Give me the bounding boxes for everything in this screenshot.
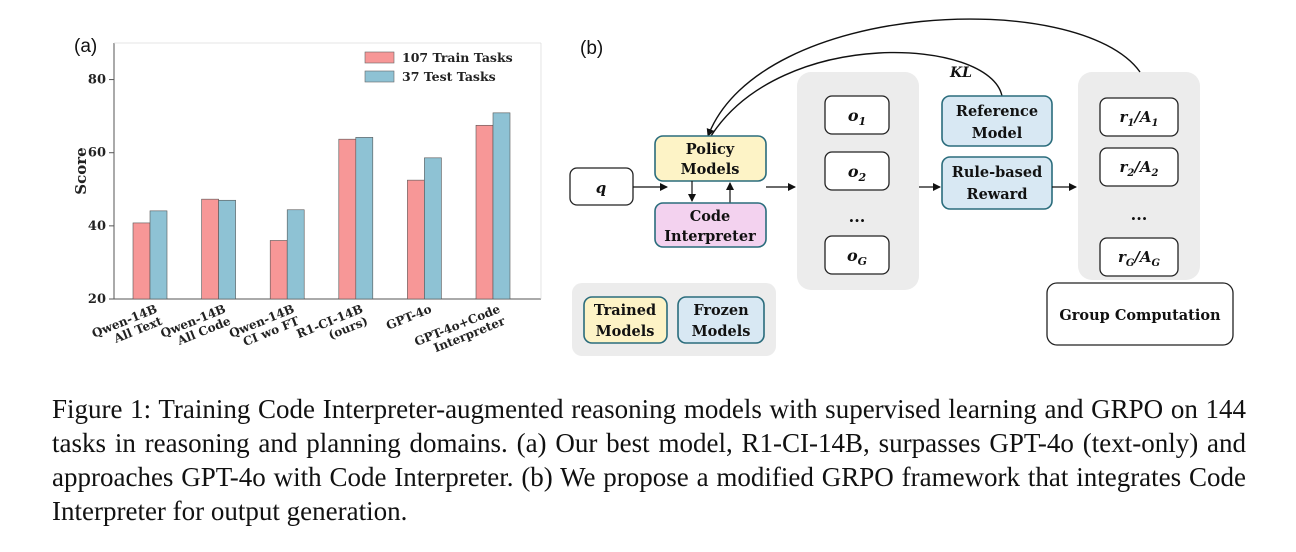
legend-swatch-test (364, 70, 395, 83)
chart-legend: 107 Train Tasks 37 Test Tasks (364, 50, 513, 84)
y-tick-label: 40 (88, 219, 106, 234)
bar-test-0 (149, 210, 168, 300)
code-interpreter-box (654, 202, 767, 248)
bar-test-5 (492, 112, 511, 300)
interpreter-line-1: Code (690, 208, 731, 225)
x-tick-label: GPT-4o (384, 302, 433, 333)
reference-line-2: Model (972, 125, 1023, 142)
output-box-g (824, 235, 890, 275)
query-label: q (596, 179, 607, 197)
figure-caption: Figure 1: Training Code Interpreter-augm… (52, 394, 1246, 526)
y-tick-label: 60 (88, 146, 106, 161)
policy-line-1: Policy (686, 141, 735, 158)
legend-frozen-box (677, 296, 765, 344)
legend-swatch-train (364, 51, 395, 64)
legend-label-test: 37 Test Tasks (402, 69, 496, 84)
policy-line-2: Models (681, 161, 740, 178)
output-box-1 (824, 95, 890, 135)
bar-train-4 (407, 179, 425, 300)
output-label-2: o2 (848, 162, 867, 184)
reward-box (941, 156, 1053, 210)
y-tick-label: 80 (88, 73, 106, 88)
bar-test-2 (286, 209, 305, 300)
reference-model-box (941, 95, 1053, 147)
reward-line-1: Rule-based (952, 164, 1042, 181)
y-tick-label: 20 (88, 292, 106, 307)
group-computation-label: Group Computation (1059, 307, 1221, 324)
output-label-1: o1 (848, 106, 866, 128)
bar-train-1 (201, 198, 219, 300)
legend-frozen-line-1: Frozen (693, 302, 749, 319)
reward-advantage-label-2: r2/A2 (1120, 158, 1159, 179)
x-tick-label: Qwen-14BAll Text (90, 302, 164, 353)
y-axis-title: Score (72, 147, 90, 194)
y-ticks: 20 40 60 80 (88, 73, 114, 307)
bar-train-3 (338, 138, 357, 300)
bars (132, 112, 511, 300)
legend-trained-line-1: Trained (594, 302, 656, 319)
panel-b-label: (b) (580, 38, 603, 59)
bar-test-4 (424, 157, 442, 300)
x-tick-label: Qwen-14BCI wo FT (227, 302, 301, 353)
x-tick-label: Qwen-14BAll Code (159, 302, 233, 353)
bar-test-3 (355, 137, 374, 300)
reward-advantage-box-1 (1099, 97, 1179, 137)
reward-advantage-label-g: rG/AG (1118, 248, 1161, 269)
legend-trained-line-2: Models (596, 323, 655, 340)
interpreter-line-2: Interpreter (664, 228, 756, 245)
bar-chart: Score 20 40 60 80 Qwen-14BAll TextQwen-14BA… (72, 42, 542, 356)
reference-curve (710, 51, 1003, 137)
reward-advantage-label-1: r1/A1 (1120, 108, 1159, 129)
bar-test-1 (218, 199, 236, 300)
reward-line-2: Reward (967, 186, 1028, 203)
legend-label-train: 107 Train Tasks (402, 50, 513, 65)
reference-line-1: Reference (956, 103, 1038, 120)
x-tick-label: R1-CI-14B(ours) (295, 302, 370, 353)
group-computation-box (1046, 282, 1234, 346)
outputs-ellipsis: ... (849, 207, 866, 226)
output-label-g: oG (847, 246, 867, 268)
bar-train-0 (132, 222, 151, 300)
bar-train-5 (475, 124, 494, 300)
legend-trained-box (583, 296, 668, 344)
bar-train-2 (269, 240, 288, 300)
panel-b: (b) KL q Policy Models Code Interpreter … (569, 18, 1234, 356)
output-box-2 (824, 151, 890, 191)
kl-label: KL (949, 65, 972, 81)
reward-advantage-box-2 (1099, 147, 1179, 187)
policy-models-box (654, 135, 767, 182)
panel-a-label: (a) (74, 36, 97, 57)
kl-curve-arrow (706, 18, 1141, 137)
legend-frozen-line-2: Models (692, 323, 751, 340)
rewards-ellipsis: ... (1131, 205, 1148, 224)
reward-advantage-box-g (1099, 237, 1179, 277)
